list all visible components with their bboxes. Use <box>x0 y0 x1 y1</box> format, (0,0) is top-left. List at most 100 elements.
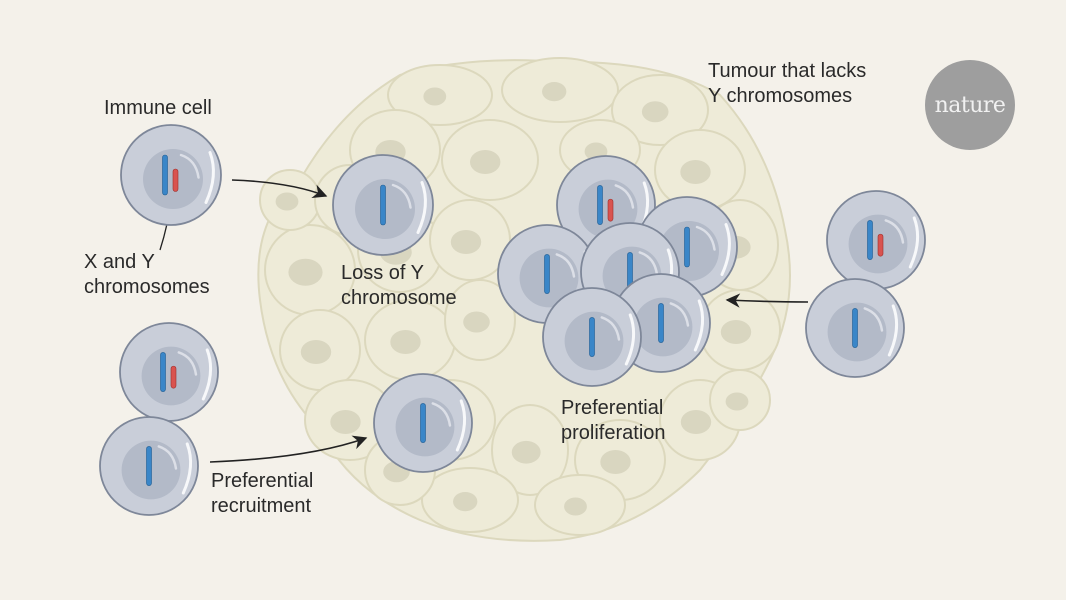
x-chromosome <box>658 303 664 343</box>
nucleus-highlight <box>157 445 178 470</box>
label-x-and-y-line1: X and Y <box>84 251 155 273</box>
tumour-cell-nucleus <box>511 440 541 464</box>
label-proliferation-line2: proliferation <box>561 422 666 444</box>
nucleus-highlight <box>669 302 690 327</box>
cell-highlight <box>720 223 731 276</box>
tumour-cell-nucleus <box>275 192 299 211</box>
recruit-source-no-y <box>99 416 199 516</box>
arrow-proliferation-incoming <box>725 293 809 308</box>
nucleus-highlight <box>179 153 200 179</box>
tumour-cell-nucleus <box>390 330 421 354</box>
recruit-source-xy <box>119 322 219 422</box>
label-loss-of-y-line1: Loss of Y <box>341 262 425 284</box>
nucleus-highlight <box>863 307 884 332</box>
cell-highlight <box>624 313 636 366</box>
tumour-cell <box>429 199 511 281</box>
cell-highlight <box>908 216 920 269</box>
x-chromosome <box>544 254 550 294</box>
tumour-cell-nucleus <box>288 258 323 286</box>
cell-highlight <box>181 442 193 495</box>
tumour-cell-nucleus <box>641 101 669 123</box>
tumour-cell <box>491 404 569 496</box>
tumour-cell <box>304 379 396 461</box>
tumour-cell <box>259 169 321 231</box>
tumour-cell-nucleus <box>300 340 332 364</box>
recruited-cell-no-y <box>373 373 473 473</box>
label-tumour: Tumour that lacks Y chromosomes <box>708 59 866 109</box>
nucleus-highlight <box>695 225 716 251</box>
immune-cell-xy-reference <box>120 124 222 226</box>
cell-highlight <box>201 348 213 401</box>
nucleus-highlight <box>431 402 452 427</box>
label-recruitment-line1: Preferential <box>211 470 314 492</box>
tumour-cell <box>279 309 361 391</box>
nature-logo: nature <box>925 60 1015 150</box>
x-chromosome <box>420 403 426 443</box>
tumour-cell <box>444 279 516 361</box>
x-chromosome <box>684 226 690 268</box>
label-tumour-line2: Y chromosomes <box>708 85 853 107</box>
cell-highlight <box>693 299 705 352</box>
tumour-cell-nucleus <box>600 450 631 474</box>
tumour-cell-nucleus <box>330 410 361 434</box>
y-chromosome <box>172 168 179 192</box>
immune-cell-loss-of-y <box>332 154 434 256</box>
incoming-cell-no-y <box>805 278 905 378</box>
tumour-cell <box>709 369 771 431</box>
tumour-cell <box>501 57 619 123</box>
proliferating-cell-5 <box>542 287 642 387</box>
nucleus-highlight <box>600 316 621 341</box>
label-proliferation-line1: Preferential <box>561 397 664 419</box>
cell-highlight <box>887 304 899 357</box>
label-recruitment: Preferential recruitment <box>211 469 313 519</box>
x-chromosome <box>852 308 858 348</box>
label-recruitment-line2: recruitment <box>211 495 312 517</box>
label-loss-of-y: Loss of Y chromosome <box>341 261 457 311</box>
tumour-cell-nucleus <box>564 497 587 516</box>
tumour-cell-nucleus <box>720 320 752 344</box>
x-chromosome <box>380 184 386 226</box>
nucleus-highlight <box>638 251 659 276</box>
label-tumour-line1: Tumour that lacks <box>708 60 867 82</box>
cell-highlight <box>455 399 467 452</box>
tumour-cell <box>441 119 539 201</box>
tumour-cell-nucleus <box>542 82 567 102</box>
label-x-and-y: X and Y chromosomes <box>84 250 210 300</box>
label-proliferation: Preferential proliferation <box>561 396 666 446</box>
nucleus-highlight <box>614 184 635 209</box>
tumour-cell-nucleus <box>463 311 490 333</box>
y-chromosome <box>170 365 177 389</box>
tumour-cell-nucleus <box>470 150 501 174</box>
cell-highlight <box>204 151 215 204</box>
arrow-recruitment <box>209 435 368 463</box>
tumour-cell <box>699 289 781 371</box>
y-chromosome <box>607 198 614 222</box>
arrow-to-loss-of-y <box>231 179 328 199</box>
x-chromosome <box>146 446 152 486</box>
tumour-cell <box>364 299 456 381</box>
label-loss-of-y-line2: chromosome <box>341 287 457 309</box>
tumour-cell-nucleus <box>450 230 482 254</box>
tumour-cell-nucleus <box>680 410 712 434</box>
tumour-cell-nucleus <box>680 160 711 184</box>
x-chromosome <box>160 352 166 392</box>
nucleus-highlight <box>391 183 412 209</box>
x-chromosome <box>597 185 603 225</box>
tumour-cell-nucleus <box>725 392 749 411</box>
tumour-cell-nucleus <box>423 87 447 106</box>
tumour-cell <box>611 74 709 146</box>
cell-highlight <box>416 181 427 234</box>
x-chromosome <box>589 317 595 357</box>
label-x-and-y-line2: chromosomes <box>84 276 210 298</box>
nucleus-highlight <box>555 253 576 278</box>
tumour-cell-nucleus <box>453 492 478 512</box>
tumour-cell <box>534 474 626 536</box>
x-chromosome <box>867 220 873 260</box>
incoming-cell-xy <box>826 190 926 290</box>
immune-cells <box>99 124 926 516</box>
tumour-cell <box>264 224 356 316</box>
nucleus-highlight <box>884 219 905 244</box>
x-chromosome <box>162 154 168 196</box>
